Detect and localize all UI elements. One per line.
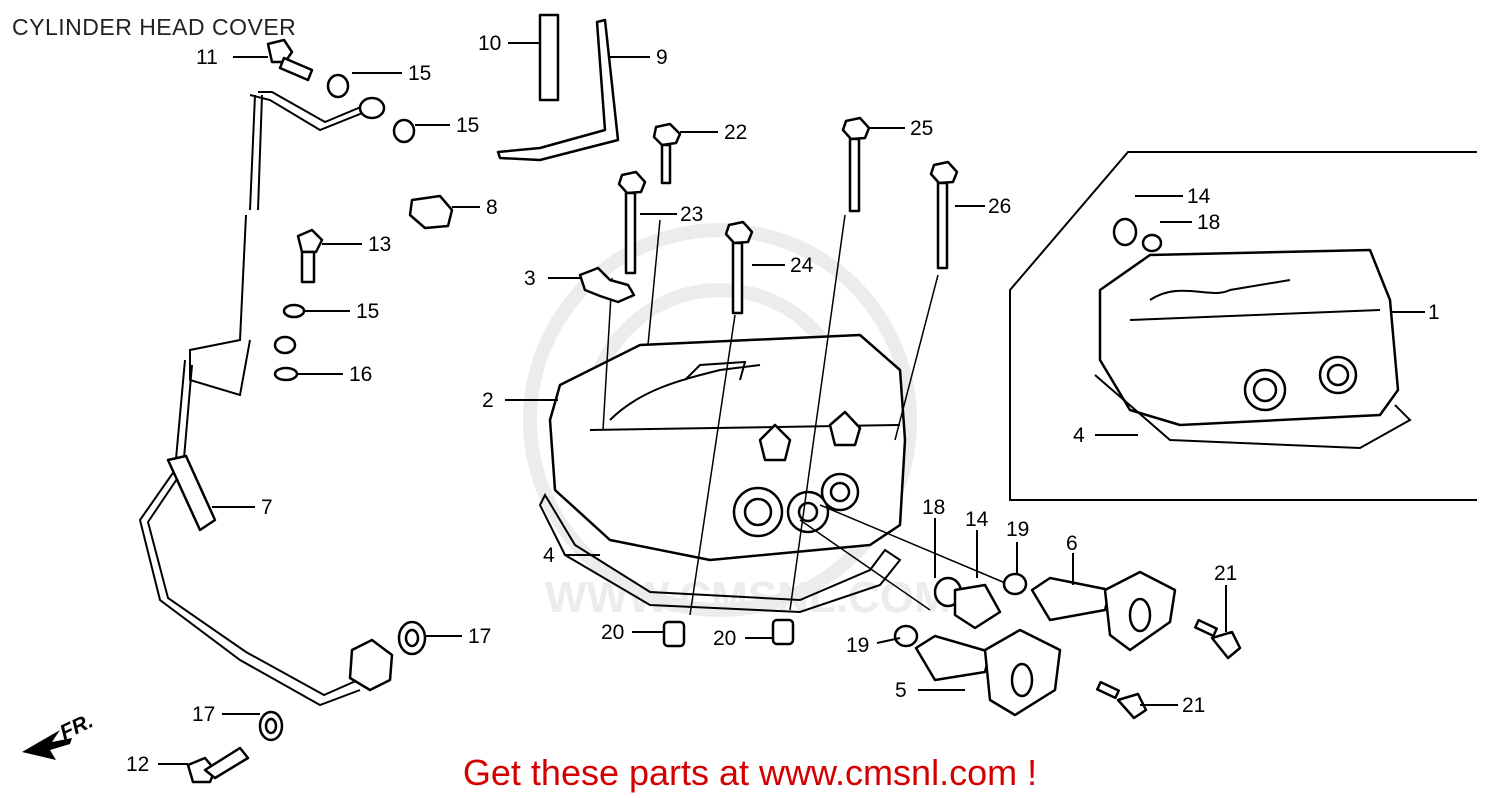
callout-3: 3 <box>524 267 536 290</box>
callout-19a: 19 <box>1006 518 1029 541</box>
callout-19b: 19 <box>846 634 869 657</box>
inset-view <box>1009 151 1477 501</box>
callout-14b: 14 <box>1187 185 1211 208</box>
callout-8: 8 <box>486 196 498 219</box>
callout-23: 23 <box>680 203 703 226</box>
callout-20a: 20 <box>601 621 624 644</box>
callout-18b: 18 <box>1197 211 1220 234</box>
callout-15c: 15 <box>356 300 379 323</box>
callout-16: 16 <box>349 363 372 386</box>
callout-14a: 14 <box>965 508 989 531</box>
callout-21b: 21 <box>1182 694 1205 717</box>
callout-15b: 15 <box>456 114 479 137</box>
left-hardware <box>186 38 427 784</box>
callout-24: 24 <box>790 254 814 277</box>
dowel-pins <box>662 618 795 648</box>
callout-13: 13 <box>368 233 391 256</box>
callout-2: 2 <box>482 389 494 412</box>
leader-lines <box>158 42 1425 765</box>
tappet-caps <box>893 570 1242 720</box>
callout-12: 12 <box>126 753 149 776</box>
callout-6: 6 <box>1066 532 1078 555</box>
callout-21a: 21 <box>1214 562 1237 585</box>
callout-18a: 18 <box>922 496 945 519</box>
callout-4b: 4 <box>1073 424 1085 447</box>
diagram-title: CYLINDER HEAD COVER <box>12 14 297 40</box>
callout-17a: 17 <box>468 625 491 648</box>
clamp <box>578 266 636 304</box>
callout-11: 11 <box>196 46 218 69</box>
front-label: FR. <box>56 709 96 744</box>
callout-labels: 1 2 3 4 4 5 6 7 8 9 10 11 12 13 14 14 15… <box>126 32 1440 776</box>
callout-15a: 15 <box>408 62 431 85</box>
footer-link-text[interactable]: Get these parts at www.cmsnl.com ! <box>462 752 1038 793</box>
callout-20b: 20 <box>713 627 736 650</box>
callout-22: 22 <box>724 121 747 144</box>
grommet <box>408 194 454 230</box>
callout-5: 5 <box>895 679 907 702</box>
callout-10: 10 <box>478 32 501 55</box>
callout-4a: 4 <box>543 544 555 567</box>
assembly-guides <box>602 214 1011 616</box>
callout-26: 26 <box>988 195 1011 218</box>
callout-25: 25 <box>910 117 933 140</box>
oil-pipe <box>138 91 394 707</box>
callout-17b: 17 <box>192 703 215 726</box>
cylinder-head-cover <box>548 333 907 562</box>
cover-bolts <box>617 116 959 315</box>
callout-9: 9 <box>656 46 668 69</box>
callout-7: 7 <box>261 496 273 519</box>
callout-1: 1 <box>1428 301 1440 324</box>
breather-bracket <box>496 13 620 162</box>
